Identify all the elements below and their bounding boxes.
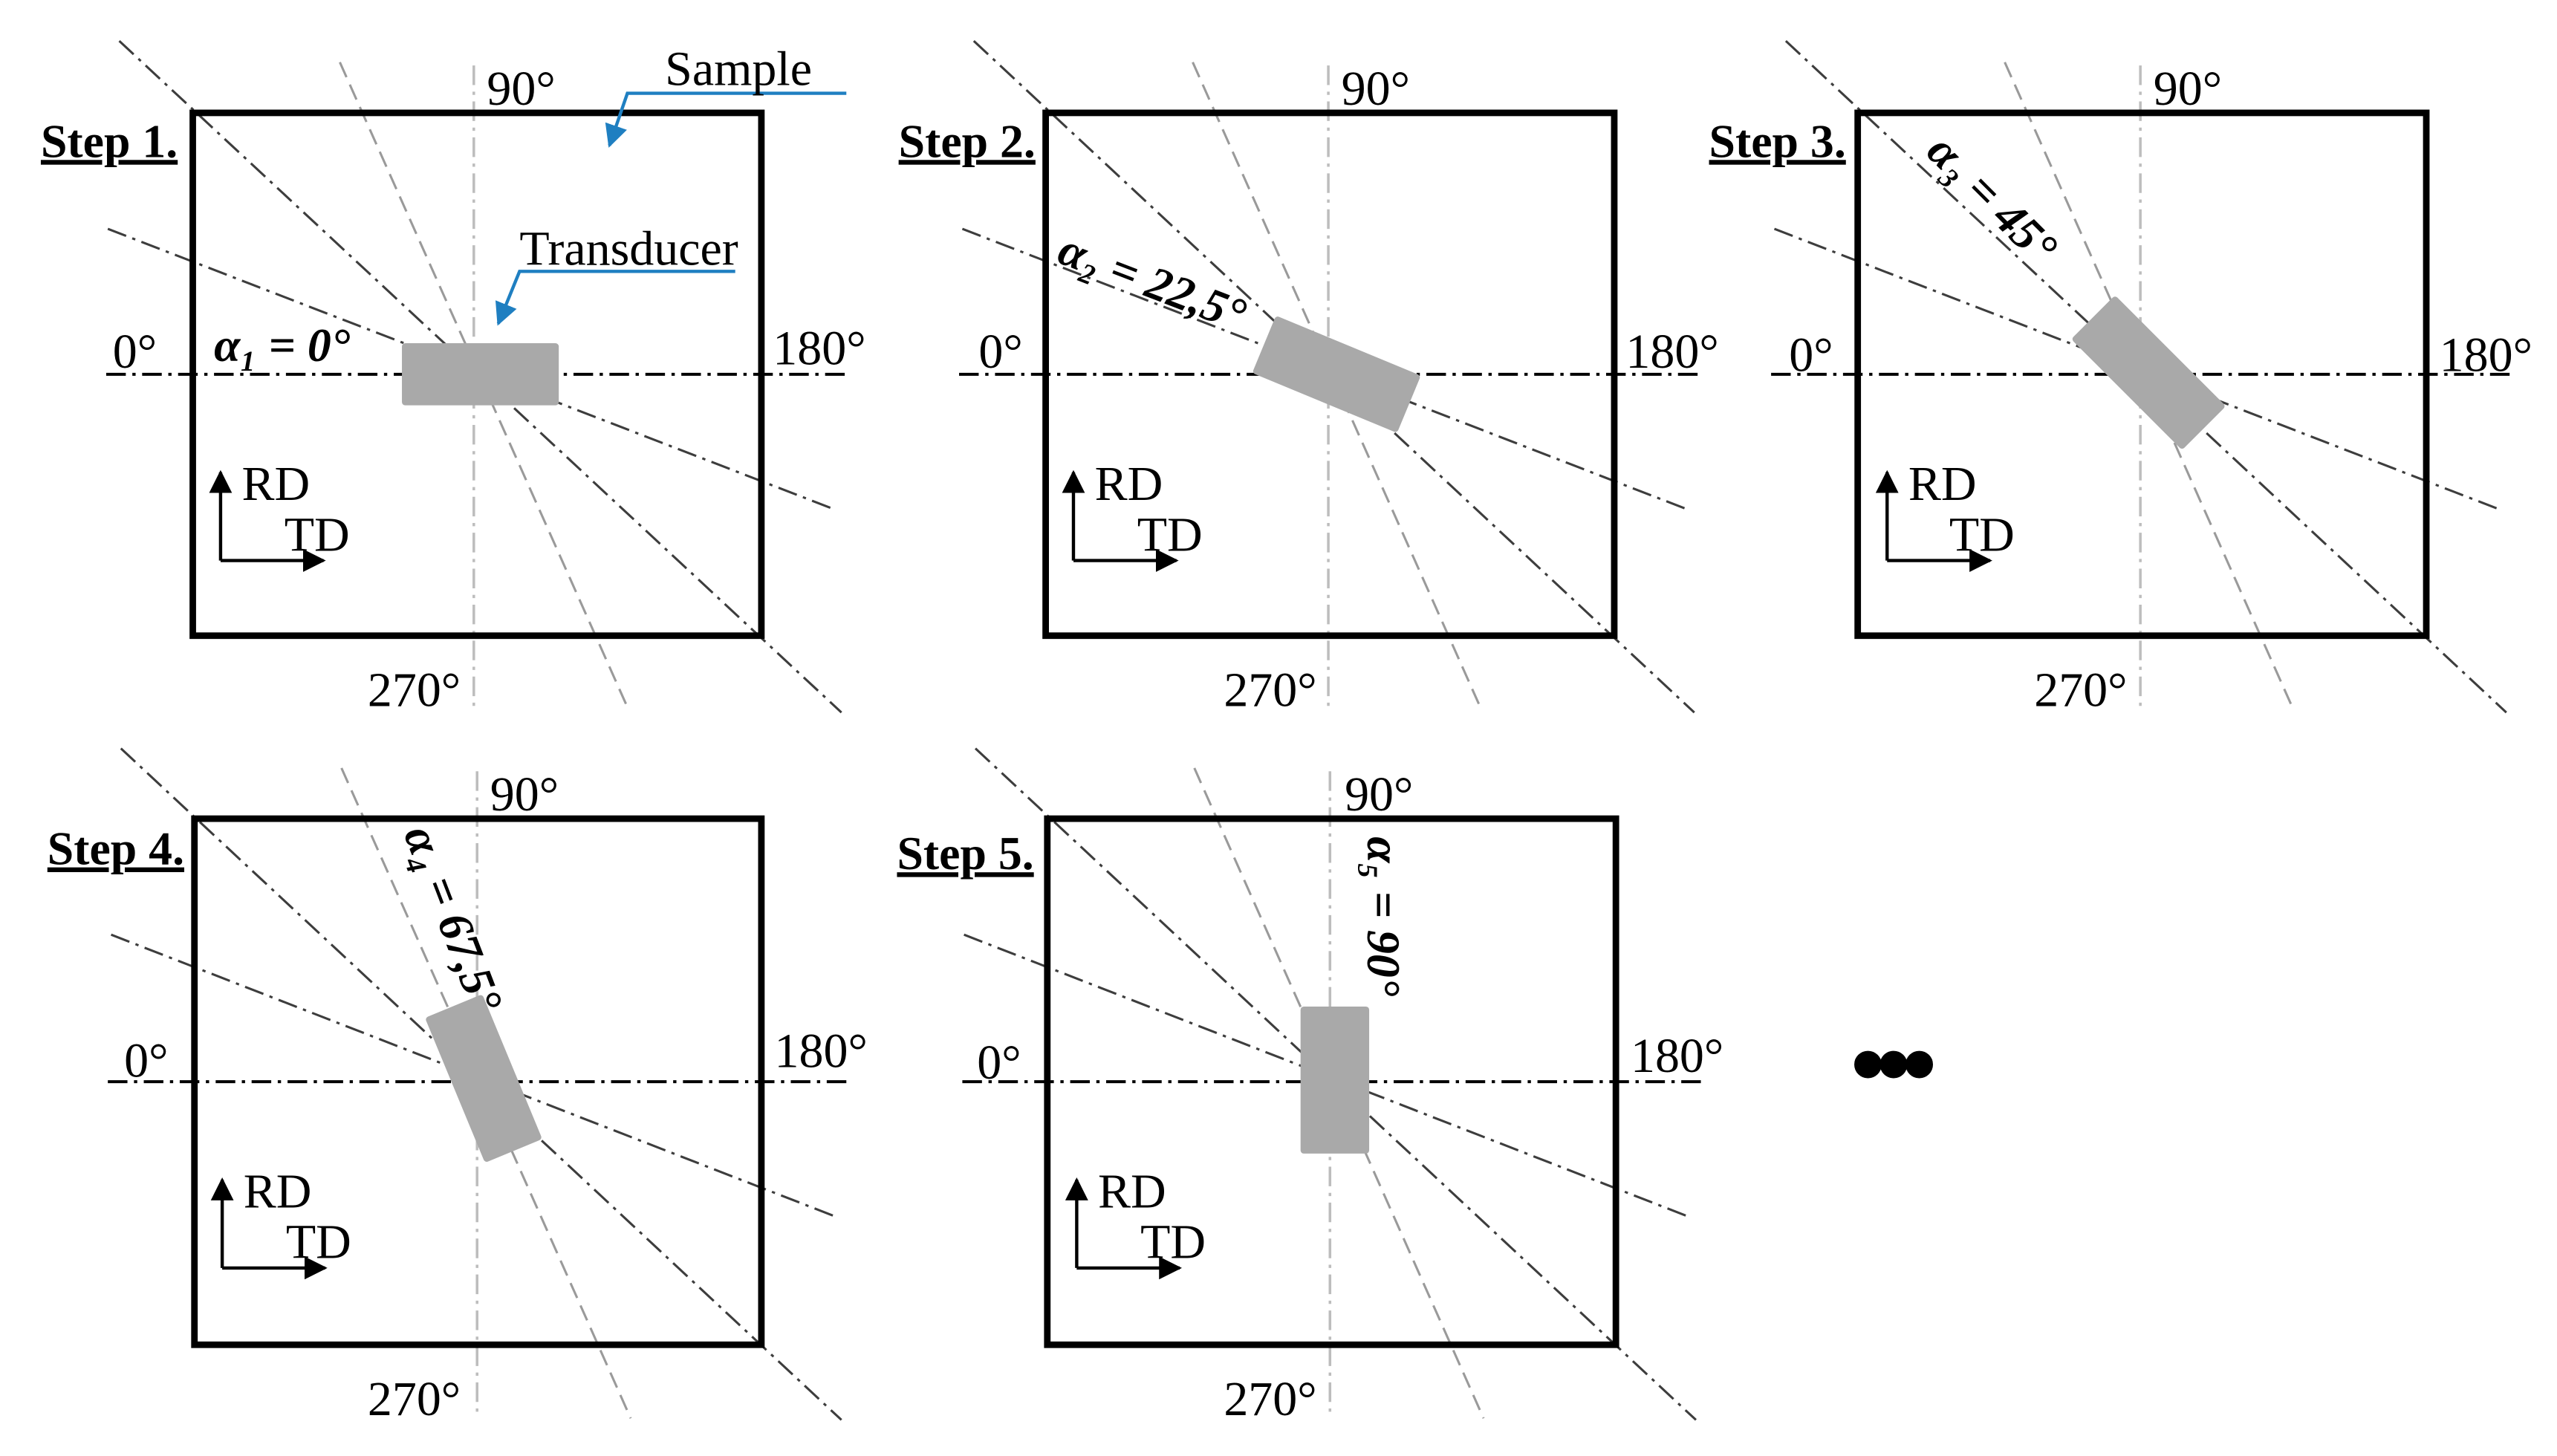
rd-label: RD: [1098, 1165, 1166, 1219]
step-label: Step 2.: [899, 114, 1036, 167]
transducer-block: [2072, 296, 2225, 449]
panel-step-2: Step 2. α₂ = 22,5° 90° 0° 180° 270° RD T…: [899, 40, 1719, 717]
rd-td-axes: RD TD: [209, 457, 350, 572]
alpha-label: α₅ = 90°: [1357, 836, 1410, 996]
sample-frame: [191, 815, 765, 1348]
alpha-label: α₁ = 0°: [214, 319, 351, 371]
transducer-block: [1300, 1006, 1370, 1154]
angle-label-0: 0°: [978, 325, 1022, 379]
alpha-label: α₂ = 22,5°: [1052, 222, 1253, 342]
angle-label-180: 180°: [1625, 325, 1718, 379]
step-label: Step 4.: [48, 822, 184, 875]
rd-label: RD: [242, 457, 311, 511]
continuation-ellipsis: •••: [1851, 1008, 1934, 1120]
angle-label-180: 180°: [773, 322, 865, 376]
rd-td-axes: RD TD: [1065, 1165, 1206, 1280]
step-label: Step 1.: [41, 114, 178, 167]
angle-label-90: 90°: [1342, 62, 1410, 116]
angle-label-0: 0°: [113, 325, 157, 379]
angle-label-0: 0°: [977, 1036, 1021, 1090]
angle-label-270: 270°: [368, 1372, 461, 1426]
rd-td-axes: RD TD: [1062, 457, 1203, 572]
angle-label-270: 270°: [1224, 663, 1316, 717]
rd-label: RD: [244, 1165, 312, 1219]
sample-annotation-label: Sample: [665, 42, 812, 97]
panel-step-1: Step 1. α₁ = 0° 90° 0° 180° 270° RD TD S…: [41, 40, 866, 717]
angle-label-270: 270°: [2034, 663, 2127, 717]
step-label: Step 5.: [897, 827, 1033, 880]
td-label: TD: [1140, 1215, 1206, 1270]
sample-annotation: Sample: [605, 42, 847, 148]
td-label: TD: [1137, 507, 1203, 562]
transducer-block: [1252, 316, 1420, 432]
panel-step-3: Step 3. α₃ = 45° 90° 0° 180° 270° RD TD: [1709, 40, 2532, 717]
angle-label-180: 180°: [2440, 328, 2532, 382]
rd-td-axes: RD TD: [210, 1165, 351, 1280]
angle-label-0: 0°: [124, 1034, 168, 1088]
rd-label: RD: [1095, 457, 1163, 511]
angle-label-90: 90°: [487, 62, 555, 116]
td-label: TD: [285, 507, 350, 562]
panel-step-5: Step 5. α₅ = 90° 90° 0° 180° 270° RD TD: [897, 747, 1723, 1426]
angle-label-180: 180°: [1631, 1029, 1723, 1083]
angle-label-90: 90°: [2154, 62, 2222, 116]
transducer-block: [402, 343, 559, 406]
sample-frame: [1042, 109, 1618, 640]
angle-label-270: 270°: [368, 663, 461, 717]
angle-label-0: 0°: [1789, 328, 1833, 382]
step-label: Step 3.: [1709, 114, 1846, 167]
rd-td-axes: RD TD: [1875, 457, 2015, 572]
angle-label-90: 90°: [490, 767, 559, 822]
transducer-block: [426, 995, 542, 1162]
td-label: TD: [286, 1215, 351, 1270]
alpha-label: α₃ = 45°: [1917, 124, 2068, 275]
panel-step-4: Step 4. α₄ = 67,5° 90° 0° 180° 270° RD T…: [48, 747, 868, 1426]
alpha-label: α₄ = 67,5°: [394, 818, 513, 1019]
sample-frame: [1044, 815, 1619, 1348]
sample-frame: [189, 109, 765, 640]
transducer-annotation-label: Transducer: [519, 221, 738, 276]
rd-label: RD: [1908, 457, 1977, 511]
sample-frame: [1854, 109, 2430, 640]
td-label: TD: [1949, 507, 2015, 562]
angle-label-270: 270°: [1224, 1372, 1316, 1426]
transducer-annotation: Transducer: [495, 221, 738, 326]
angle-label-90: 90°: [1345, 767, 1413, 822]
angle-label-180: 180°: [774, 1024, 867, 1078]
